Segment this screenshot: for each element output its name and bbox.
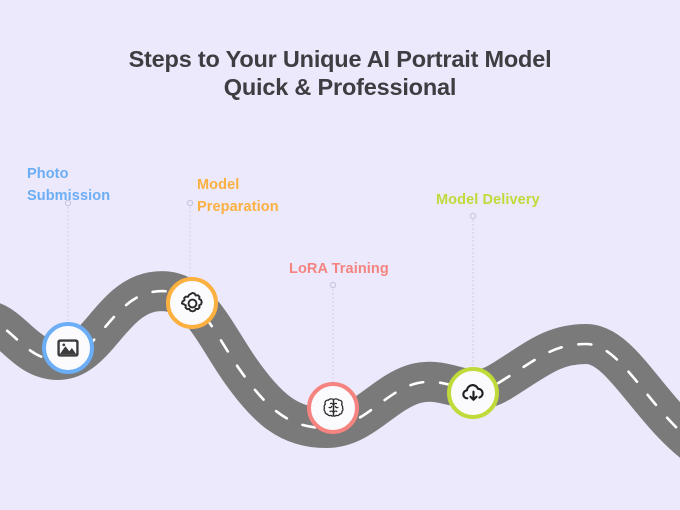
cloud-download-icon (460, 380, 487, 407)
step-marker-4[interactable] (447, 367, 499, 419)
connector-endpoint-dot-4 (469, 212, 477, 220)
connector-endpoint-dot-3 (329, 281, 337, 289)
step-label-3: LoRA Training (289, 261, 389, 277)
step-marker-1[interactable] (42, 322, 94, 374)
step-label-2: Model Preparation (197, 177, 279, 215)
step-label-4: Model Delivery (436, 192, 540, 208)
image-icon (55, 335, 81, 361)
connector-endpoint-dot-1 (64, 199, 72, 207)
gear-icon (179, 290, 206, 317)
step-marker-3[interactable] (307, 382, 359, 434)
step-label-1: Photo Submission (27, 166, 111, 204)
connector-endpoint-dot-2 (186, 199, 194, 207)
step-marker-2[interactable] (166, 277, 218, 329)
brain-icon (320, 395, 347, 422)
